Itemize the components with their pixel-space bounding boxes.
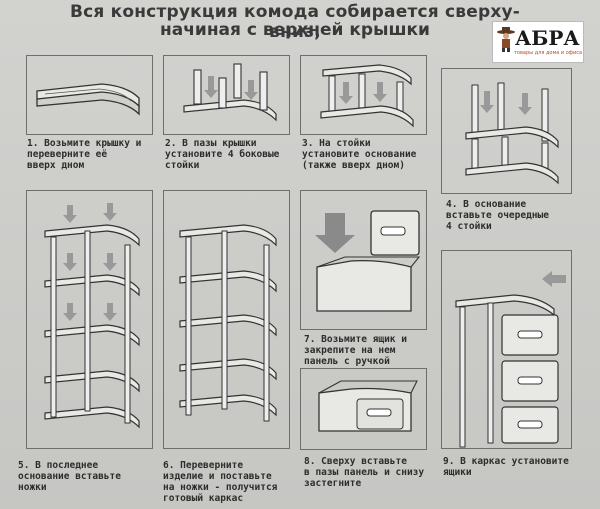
step-1-illustration — [26, 55, 153, 135]
frame-with-posts-icon — [465, 82, 559, 185]
step-2-illustration — [163, 55, 290, 135]
step-8-caption: 8. Сверху вставьте в пазы панель и снизу… — [304, 456, 425, 489]
step-9-caption: 9. В каркас установите ящики — [443, 456, 569, 478]
cowboy-figure-icon — [497, 27, 515, 52]
step-4-caption: 4. В основание вставьте очередные 4 стой… — [446, 199, 549, 232]
header-title-line1: Вся конструкция комода собирается сверху… — [69, 2, 521, 42]
step-7-illustration — [300, 190, 427, 330]
step-6-illustration — [163, 190, 290, 449]
step-5-illustration — [26, 190, 153, 449]
step-5-caption: 5. В последнее основание вставьте ножки — [18, 460, 121, 493]
step-7-caption: 7. Возьмите ящик и закрепите на нем пане… — [304, 334, 407, 367]
brand-logo: АБРА товары для дома и офиса — [492, 21, 584, 63]
step-2-caption: 2. В пазы крышки установите 4 боковые ст… — [165, 138, 280, 171]
chest-with-drawers-icon — [455, 271, 566, 448]
cover-icon — [36, 83, 140, 116]
logo-wordmark: АБРА — [515, 26, 580, 50]
drawer-panel-icon — [315, 210, 421, 312]
step-9-illustration — [441, 250, 572, 449]
step-3-caption: 3. На стойки установите основание (также… — [302, 138, 417, 171]
step-3-illustration — [300, 55, 427, 135]
step-4-illustration — [441, 68, 572, 194]
finished-frame-icon — [179, 224, 277, 422]
logo-tagline: товары для дома и офиса — [514, 50, 583, 56]
full-frame-arrows-icon — [44, 203, 140, 429]
cover-with-posts-icon — [183, 63, 277, 122]
base-on-posts-icon — [320, 64, 414, 128]
step-6-caption: 6. Переверните изделие и поставьте на но… — [163, 460, 278, 504]
assembled-drawer-icon — [318, 380, 418, 432]
step-1-caption: 1. Возьмите крышку и переверните её ввер… — [27, 138, 142, 171]
step-8-illustration — [300, 368, 427, 450]
header-title-line2: начиная с верхней крышки — [160, 20, 430, 40]
